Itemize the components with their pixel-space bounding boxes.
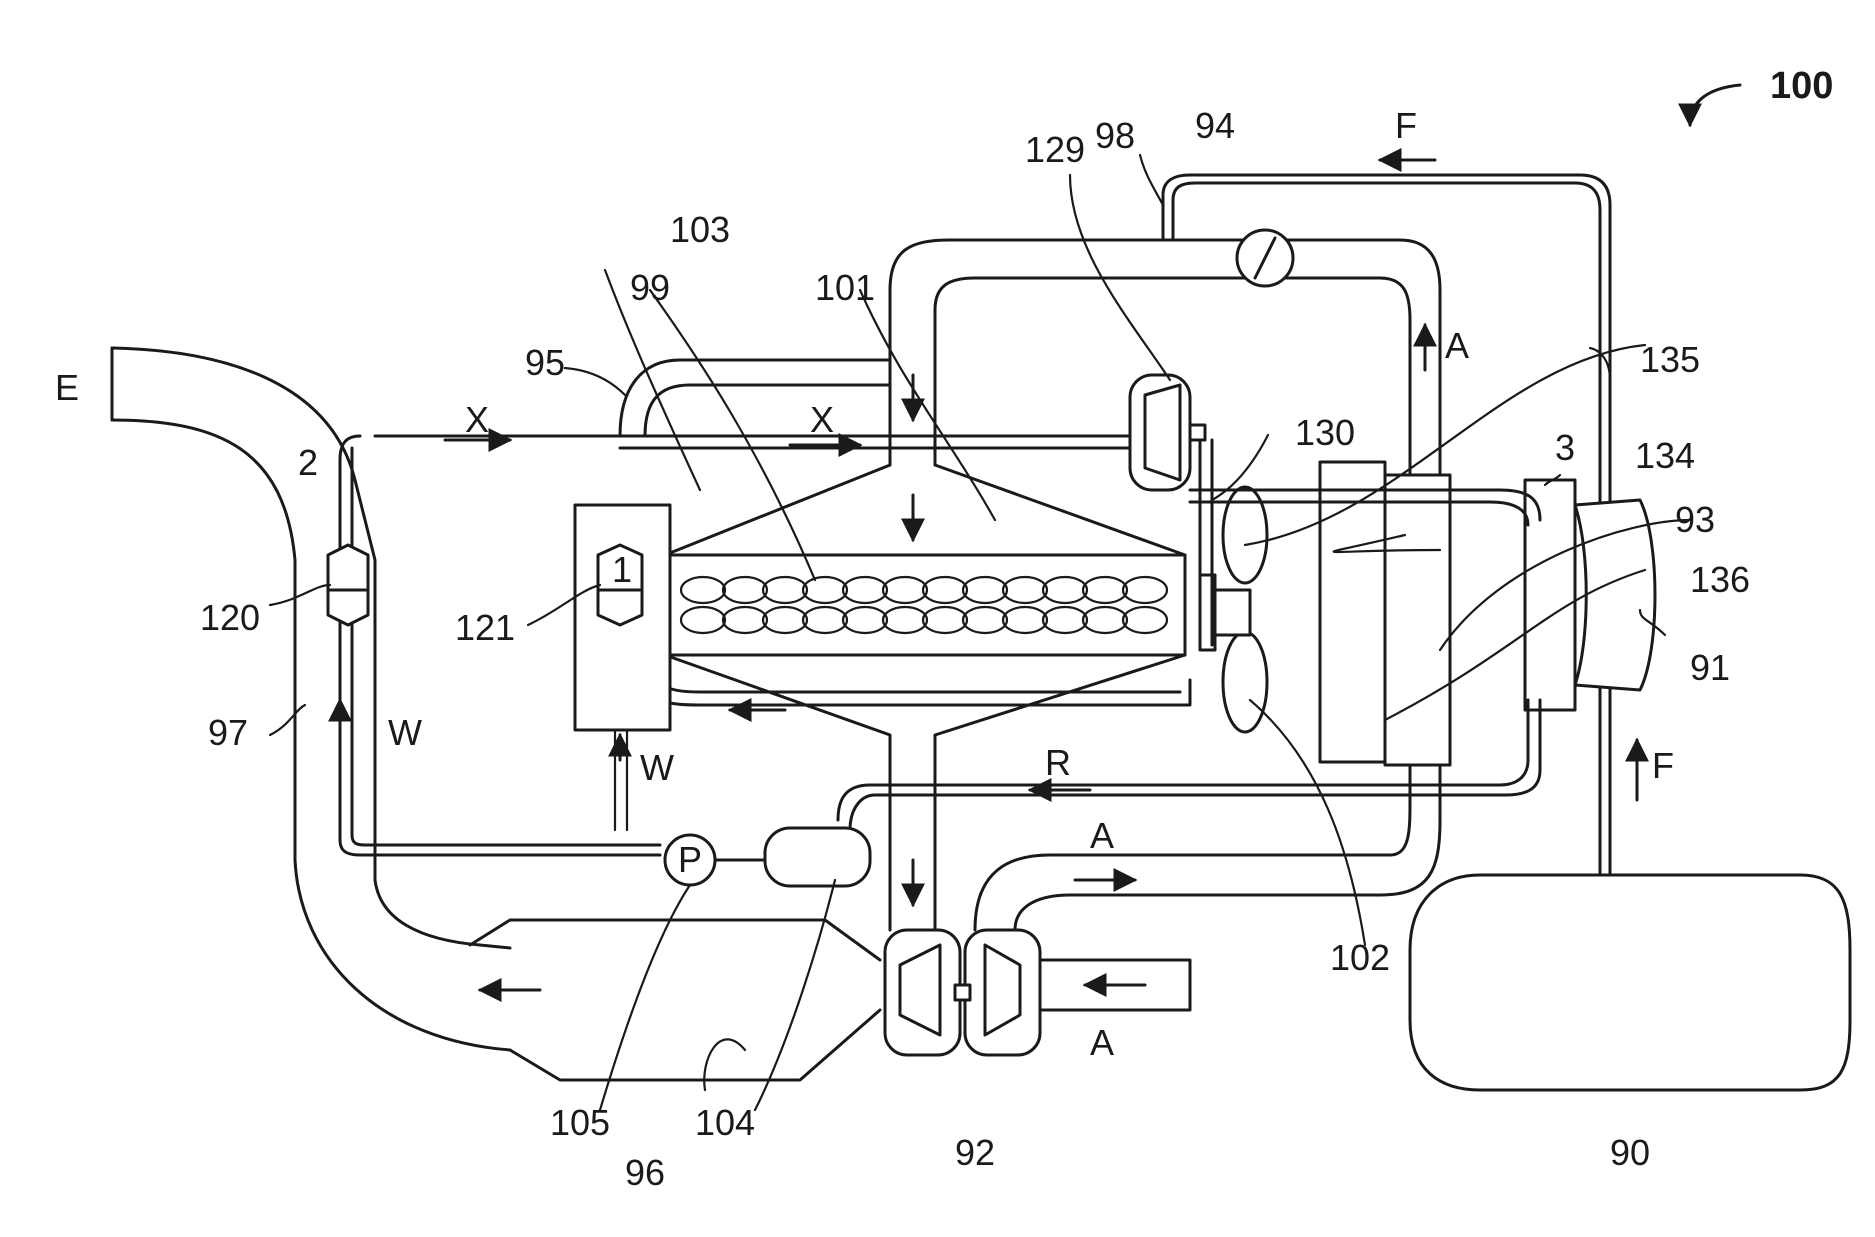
label-node-1: 1 (612, 549, 632, 590)
ref-93: 93 (1675, 499, 1715, 540)
ref-101: 101 (815, 267, 875, 308)
label-A-middle: A (1090, 815, 1114, 856)
figure-ref-label: 100 (1770, 65, 1833, 107)
label-F-top: F (1395, 105, 1417, 146)
ref-130: 130 (1295, 412, 1355, 453)
ref-92: 92 (955, 1132, 995, 1173)
fuel-tank (1410, 875, 1850, 1090)
receiver-104 (765, 828, 870, 886)
ref-96: 96 (625, 1152, 665, 1193)
radiator-136 (1320, 462, 1385, 762)
label-node-3: 3 (1555, 427, 1575, 468)
ref-105: 105 (550, 1102, 610, 1143)
label-F-right: F (1652, 745, 1674, 786)
ref-129: 129 (1025, 129, 1085, 170)
expander-turbine (1130, 375, 1205, 490)
ref-99: 99 (630, 267, 670, 308)
ref-91: 91 (1690, 647, 1730, 688)
ref-135: 135 (1640, 339, 1700, 380)
radiator-93 (1385, 475, 1450, 765)
heat-exchanger-121 (575, 505, 670, 730)
hx-95 (620, 360, 890, 436)
ref-90: 90 (1610, 1132, 1650, 1173)
label-X-left: X (465, 399, 489, 440)
ref-95: 95 (525, 342, 565, 383)
ref-94: 94 (1195, 105, 1235, 146)
ref-134: 134 (1635, 435, 1695, 476)
ref-98: 98 (1095, 115, 1135, 156)
fan-102 (1215, 590, 1267, 732)
ref-97: 97 (208, 712, 248, 753)
label-X-right: X (810, 399, 834, 440)
valve-94 (1237, 230, 1293, 286)
label-P: P (678, 839, 702, 880)
label-W-right: W (640, 747, 674, 788)
ref-104: 104 (695, 1102, 755, 1143)
ref-120: 120 (200, 597, 260, 638)
accumulator-120 (328, 545, 368, 625)
ref-102: 102 (1330, 937, 1390, 978)
turbocharger (885, 930, 1040, 1055)
label-A-top: A (1445, 325, 1469, 366)
label-A-bottom: A (1090, 1022, 1114, 1063)
intake-air-pipe (1040, 960, 1190, 1010)
ref-121: 121 (455, 607, 515, 648)
label-W-left: W (388, 712, 422, 753)
ref-103: 103 (670, 209, 730, 250)
label-R: R (1045, 742, 1071, 783)
ref-136: 136 (1690, 559, 1750, 600)
label-node-2: 2 (298, 442, 318, 483)
shaft-130 (1200, 440, 1215, 650)
heat-exchanger-134 (1525, 480, 1655, 710)
label-E: E (55, 367, 79, 408)
